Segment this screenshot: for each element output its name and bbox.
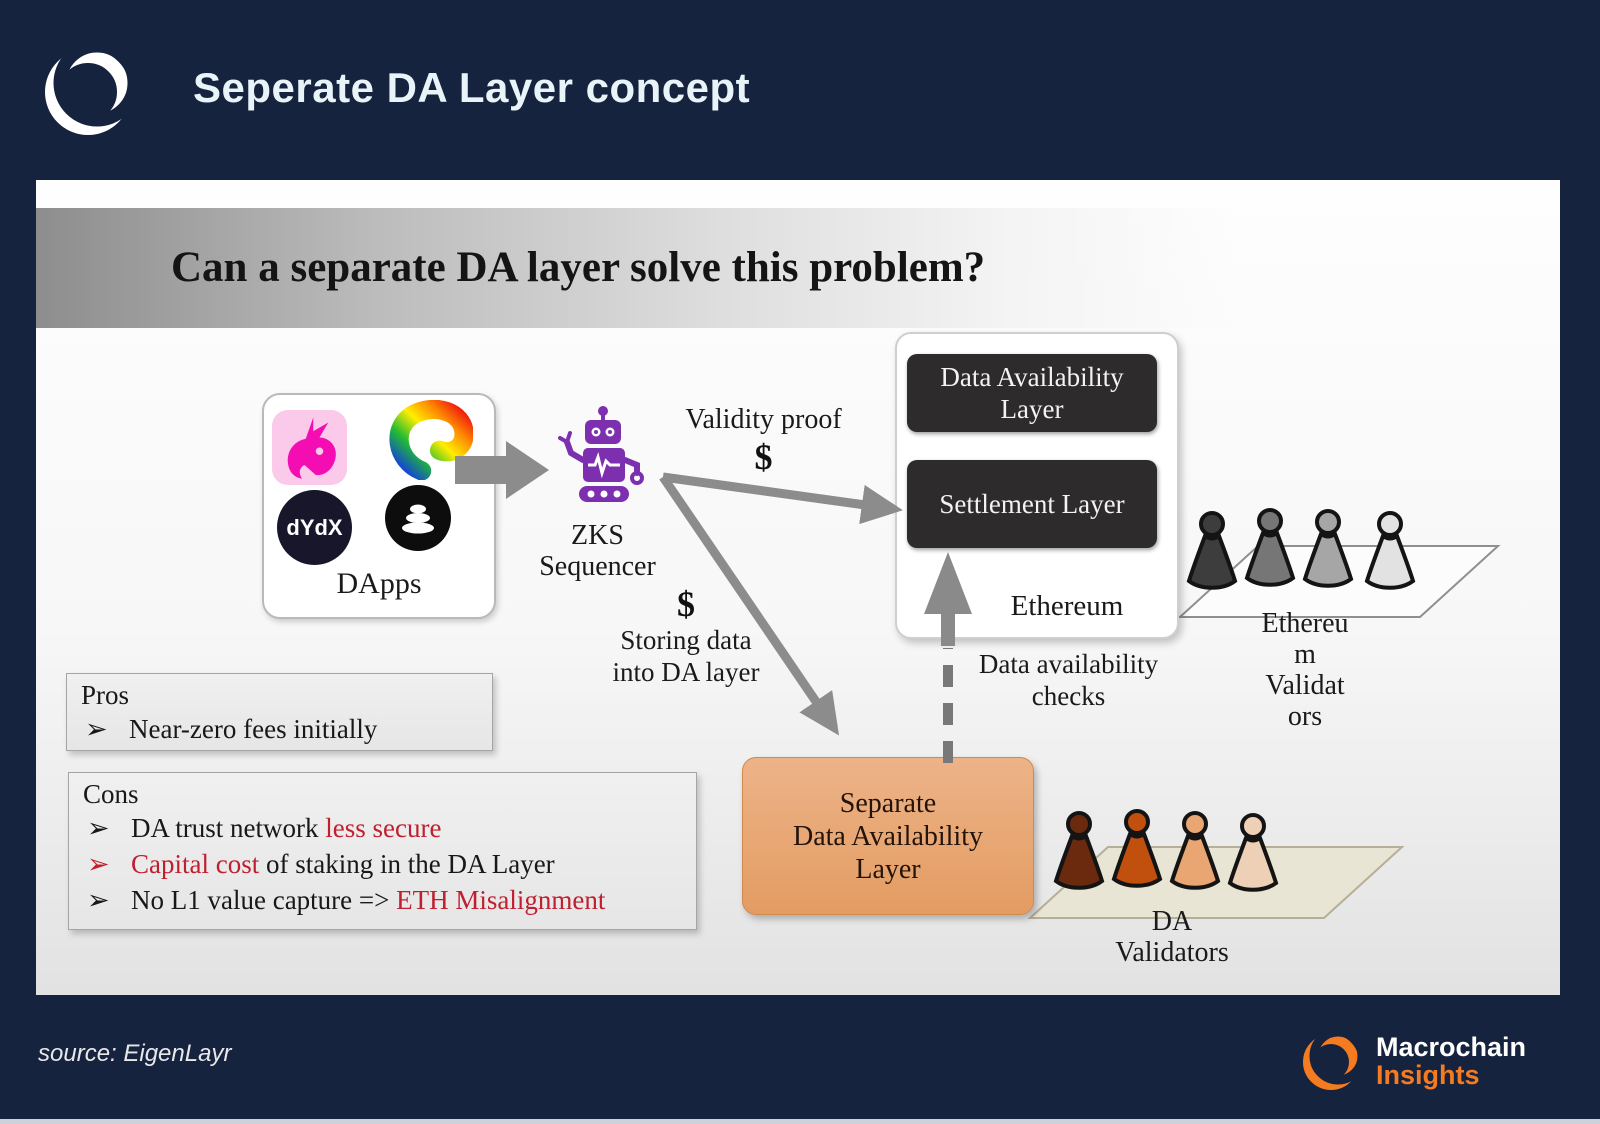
da-validator-pawn-icon (1053, 811, 1105, 890)
cons-item-text: No L1 value capture => (131, 885, 397, 915)
slide-heading: Can a separate DA layer solve this probl… (171, 244, 986, 291)
da-validator-pawn-icon (1227, 813, 1279, 892)
dapps-box: dYdX DApps (262, 393, 496, 619)
slide: Can a separate DA layer solve this probl… (36, 180, 1560, 995)
eth-validator-pawn-icon (1364, 511, 1416, 590)
sequencer-label-line2: Sequencer (539, 551, 656, 582)
curve-icon (383, 399, 474, 481)
slide-header-band: Can a separate DA layer solve this probl… (36, 208, 1286, 328)
da-validator-pawn-icon (1111, 809, 1163, 888)
dapps-label: DApps (336, 567, 422, 600)
eth-validator-pawn-icon (1244, 508, 1296, 587)
eth-validators-label: Ethereu m Validat ors (1230, 608, 1380, 732)
eth-validators-label-line: m (1294, 639, 1316, 670)
cons-box: Cons ➢ DA trust network less secure ➢ Capi… (68, 772, 697, 930)
cons-item: ➢ No L1 value capture => ETH Misalignment (83, 882, 682, 918)
da-validators-label-line: Validators (1115, 937, 1229, 968)
sequencer-robot-icon (558, 406, 644, 502)
brand-name-bottom: Insights (1376, 1060, 1480, 1090)
cons-item-text-red: less secure (325, 813, 442, 843)
pros-title: Pros (81, 680, 130, 710)
dydx-text: dYdX (286, 514, 343, 540)
storing-data-line1: Storing data (620, 625, 752, 655)
da-checks-line2: checks (1031, 681, 1106, 711)
balancer-icon (385, 485, 451, 551)
settlement-layer-label: Settlement Layer (939, 489, 1125, 519)
separate-da-line3: Layer (855, 853, 921, 885)
arrow-bullet-icon: ➢ (85, 714, 108, 744)
cons-item-text: of staking in the DA Layer (259, 849, 555, 879)
ethereum-label: Ethereum (1010, 590, 1124, 622)
page-title: Seperate DA Layer concept (193, 64, 751, 111)
arrow-bullet-icon: ➢ (87, 849, 110, 879)
da-checks-label: Data availability checks (961, 648, 1176, 712)
validity-proof-label: Validity proof (685, 404, 842, 435)
arrow-bullet-icon: ➢ (87, 885, 110, 915)
separate-da-line2: Data Availability (793, 820, 983, 852)
cons-item-text: DA trust network (131, 813, 326, 843)
eth-validators-label-line: Validat (1265, 670, 1345, 701)
eth-validators-label-line: ors (1287, 701, 1323, 732)
cons-item-text-red: ETH Misalignment (396, 885, 606, 915)
da-layer-line2: Layer (1000, 394, 1064, 424)
brand-name-top: Macrochain (1376, 1032, 1527, 1062)
eth-validator-pawn-icon (1302, 509, 1354, 588)
pros-box: Pros ➢ Near-zero fees initially (66, 673, 493, 751)
brand-logo: Macrochain Insights (1300, 1028, 1526, 1094)
separate-da-line1: Separate (839, 787, 937, 819)
sequencer-label-line1: ZKS (571, 520, 624, 551)
eth-validator-pawn-icon (1186, 511, 1238, 590)
da-checks-line1: Data availability (978, 649, 1159, 679)
da-validators-label: DA Validators (1092, 906, 1252, 968)
storing-data-line2: into DA layer (612, 657, 760, 687)
dydx-icon: dYdX (277, 490, 352, 565)
cons-item: ➢ Capital cost of staking in the DA Layer (83, 846, 682, 882)
storing-data-label: Storing data into DA layer (566, 624, 806, 688)
arrow-bullet-icon: ➢ (87, 813, 110, 843)
validity-dollar-sign: $ (754, 437, 773, 477)
brand-ring-icon (1303, 1028, 1366, 1090)
app-logo-icon (45, 40, 140, 135)
pros-item: ➢ Near-zero fees initially (81, 711, 478, 747)
da-validators-label-line: DA (1151, 906, 1193, 937)
pros-item-text: Near-zero fees initially (129, 714, 378, 744)
validity-proof-arrow-icon (662, 472, 903, 525)
cons-item: ➢ DA trust network less secure (83, 810, 682, 846)
settlement-layer-box: Settlement Layer (907, 460, 1157, 548)
sequencer-label: ZKS Sequencer (525, 520, 670, 582)
uniswap-icon (272, 410, 347, 485)
eth-validators-label-line: Ethereu (1261, 608, 1349, 639)
da-validator-pawn-icon (1169, 811, 1221, 890)
brand-name: Macrochain Insights (1376, 1033, 1526, 1089)
source-caption: source: EigenLayr (38, 1040, 232, 1067)
data-availability-layer-box: Data Availability Layer (907, 354, 1157, 432)
storing-dollar-sign: $ (677, 584, 695, 624)
da-layer-line1: Data Availability (940, 362, 1124, 392)
bottom-strip (0, 1119, 1600, 1124)
separate-da-layer-box: Separate Data Availability Layer (742, 757, 1034, 915)
cons-title: Cons (83, 779, 139, 809)
cons-item-text-red: Capital cost (131, 849, 260, 879)
ethereum-box: Data Availability Layer Settlement Layer… (895, 332, 1179, 639)
